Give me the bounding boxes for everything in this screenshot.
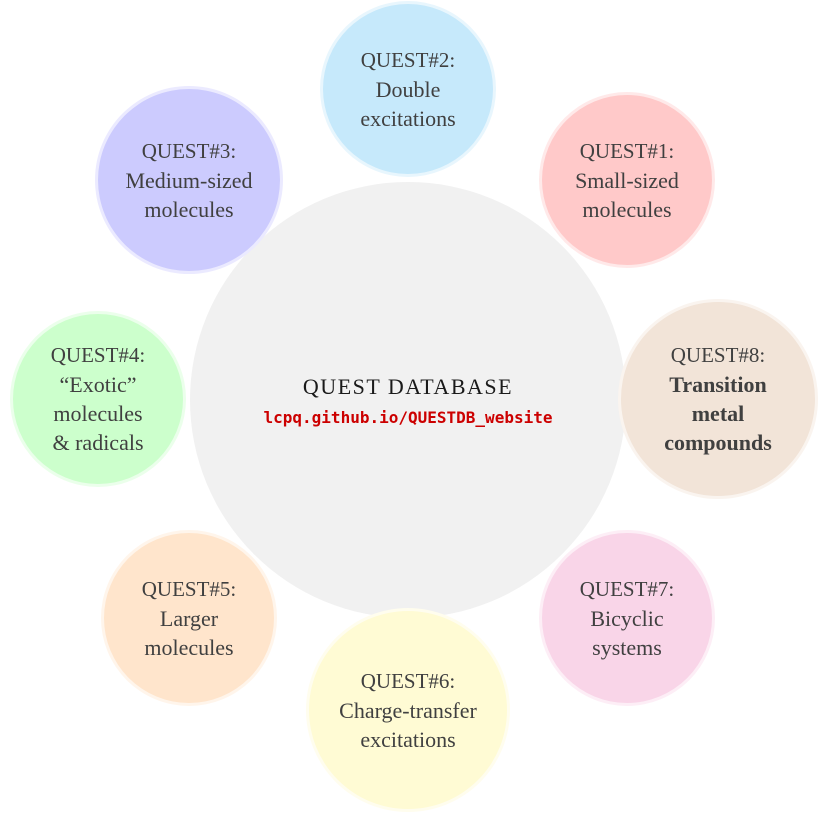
satellite-label: QUEST#4:: [50, 343, 146, 367]
satellite-description-line: compounds: [664, 430, 772, 455]
satellite-description-line: Medium-sized: [125, 167, 253, 193]
satellite-description-line: Transition: [669, 372, 767, 397]
satellite-description-line: excitations: [360, 105, 456, 131]
satellite-description-line: molecules: [144, 196, 234, 222]
satellite-label: QUEST#2:: [360, 47, 456, 72]
satellite-label: QUEST#8:: [670, 343, 766, 367]
satellite-label: QUEST#3:: [141, 138, 237, 163]
satellite-description-line: metal: [691, 401, 745, 426]
satellite-q4: QUEST#4: “Exotic” molecules & radicals: [10, 311, 186, 487]
satellite-description-line: Small-sized: [575, 167, 679, 193]
satellite-description-line: molecules: [144, 634, 234, 660]
satellite-q8: QUEST#8: Transition metal compounds: [618, 299, 818, 499]
satellite-label: QUEST#7:: [579, 576, 675, 601]
satellite-label: QUEST#6:: [360, 668, 456, 693]
satellite-description-line: systems: [592, 634, 662, 660]
database-title: QUEST DATABASE: [302, 373, 514, 399]
satellite-description-line: Double: [375, 76, 441, 102]
satellite-q3: QUEST#3: Medium-sized molecules: [95, 86, 283, 274]
satellite-q7: QUEST#7: Bicyclic systems: [539, 530, 715, 706]
satellite-description-line: excitations: [360, 726, 456, 752]
satellite-description-line: Larger: [159, 605, 219, 631]
satellite-q1: QUEST#1: Small-sized molecules: [539, 92, 715, 268]
satellite-description-line: molecules: [582, 196, 672, 222]
satellite-label: QUEST#5:: [141, 576, 237, 601]
satellite-description-line: “Exotic”: [59, 372, 137, 397]
satellite-description-line: & radicals: [52, 430, 144, 455]
satellite-q5: QUEST#5: Larger molecules: [101, 530, 277, 706]
satellite-description-line: Charge-transfer: [339, 697, 477, 723]
satellite-description-line: Bicyclic: [590, 605, 664, 631]
database-url[interactable]: lcpq.github.io/QUESTDB_website: [263, 407, 553, 427]
satellite-q2: QUEST#2: Double excitations: [320, 1, 496, 177]
quest-database-hub: QUEST DATABASE lcpq.github.io/QUESTDB_we…: [190, 182, 626, 618]
satellite-label: QUEST#1:: [579, 138, 675, 163]
satellite-description-line: molecules: [53, 401, 143, 426]
satellite-q6: QUEST#6: Charge-transfer excitations: [306, 608, 510, 812]
